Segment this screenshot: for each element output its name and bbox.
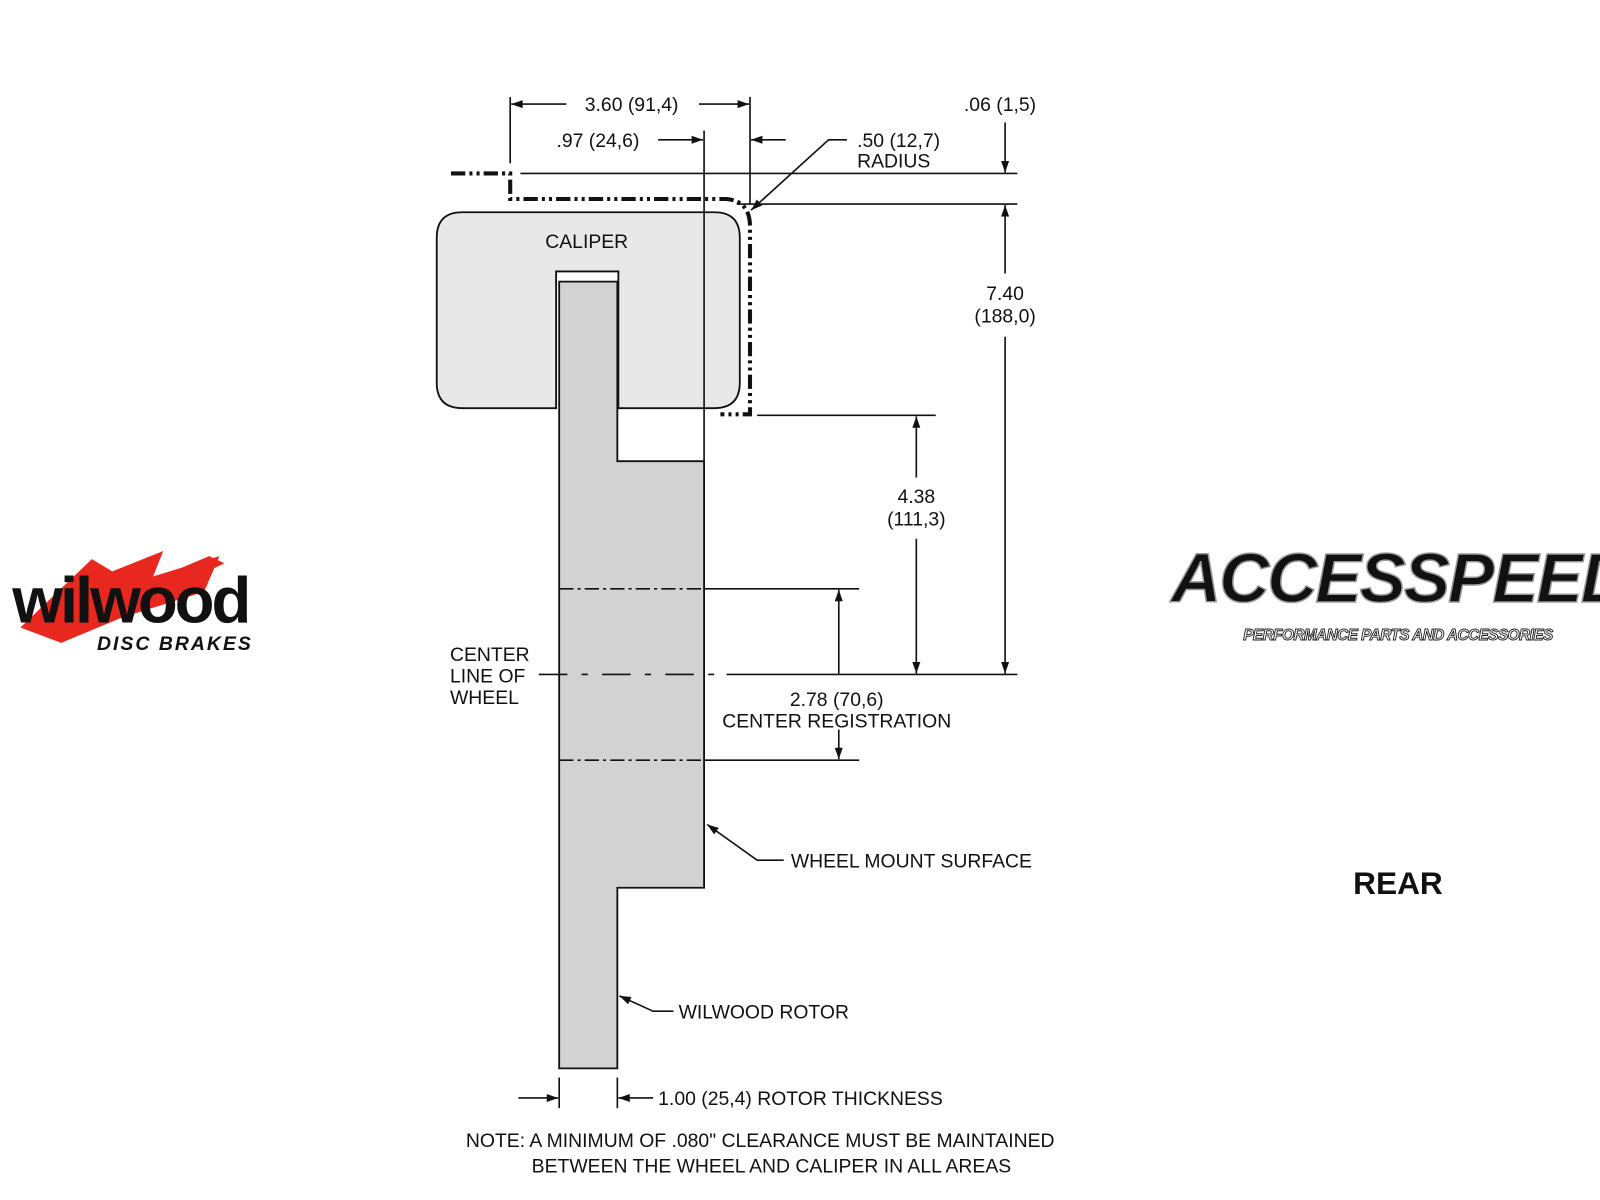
top-gap-value: .06 (1,5) [964, 94, 1036, 116]
caliper-to-center-inch: 4.38 [897, 486, 935, 508]
note-line-2: BETWEEN THE WHEEL AND CALIPER IN ALL ARE… [532, 1155, 1012, 1177]
radius-label: RADIUS [857, 150, 930, 172]
note-line-1: NOTE: A MINIMUM OF .080" CLEARANCE MUST … [466, 1130, 1055, 1152]
radius-value: .50 (12,7) [857, 130, 940, 152]
caliper-label: CALIPER [545, 231, 628, 253]
accespeed-tagline: PERFORMANCE PARTS AND ACCESSORIES [1243, 627, 1554, 644]
caliper-body [435, 211, 741, 410]
width-overall-value: 3.60 (91,4) [585, 94, 679, 116]
wilwood-wordmark: wilwood [11, 563, 248, 636]
center-registration-value: 2.78 (70,6) [790, 689, 884, 711]
height-overall-inch: 7.40 [986, 283, 1024, 305]
rotor-leader: WILWOOD ROTOR [619, 995, 849, 1023]
dimension-radius: .50 (12,7) RADIUS [750, 130, 940, 211]
view-label: REAR [1353, 865, 1443, 901]
rotor-body [558, 280, 705, 1070]
dimension-top-gap: .06 (1,5) [964, 94, 1036, 173]
center-line-label-3: WHEEL [450, 687, 519, 709]
rotor-label: WILWOOD ROTOR [679, 1001, 849, 1023]
wheel-mount-label: WHEEL MOUNT SURFACE [791, 850, 1032, 872]
dimension-offset: .97 (24,6) [556, 130, 786, 152]
caliper-to-center-mm: (111,3) [887, 509, 946, 531]
reference-lines [509, 96, 1018, 762]
center-line-label-2: LINE OF [450, 666, 526, 688]
dimension-caliper-to-center: 4.38 (111,3) [887, 416, 946, 674]
accespeed-logo: ACCESSPEED PERFORMANCE PARTS AND ACCESSO… [1168, 538, 1600, 644]
height-overall-mm: (188,0) [974, 305, 1035, 327]
dimension-rotor-thickness: 1.00 (25,4) ROTOR THICKNESS [518, 1077, 943, 1110]
dimension-center-registration: 2.78 (70,6) CENTER REGISTRATION [722, 589, 951, 760]
wilwood-tagline: DISC BRAKES [97, 633, 253, 655]
wilwood-logo: wilwood DISC BRAKES [11, 551, 253, 655]
center-registration-label: CENTER REGISTRATION [722, 711, 951, 733]
wheel-mount-leader: WHEEL MOUNT SURFACE [706, 823, 1032, 872]
dimension-height-overall: 7.40 (188,0) [974, 205, 1036, 674]
dimension-width-overall: 3.60 (91,4) [511, 94, 749, 116]
offset-value: .97 (24,6) [556, 130, 639, 152]
rotor-thickness-value: 1.00 (25,4) ROTOR THICKNESS [658, 1088, 943, 1110]
center-line-label-1: CENTER [450, 644, 530, 666]
accespeed-wordmark: ACCESSPEED [1169, 539, 1600, 617]
